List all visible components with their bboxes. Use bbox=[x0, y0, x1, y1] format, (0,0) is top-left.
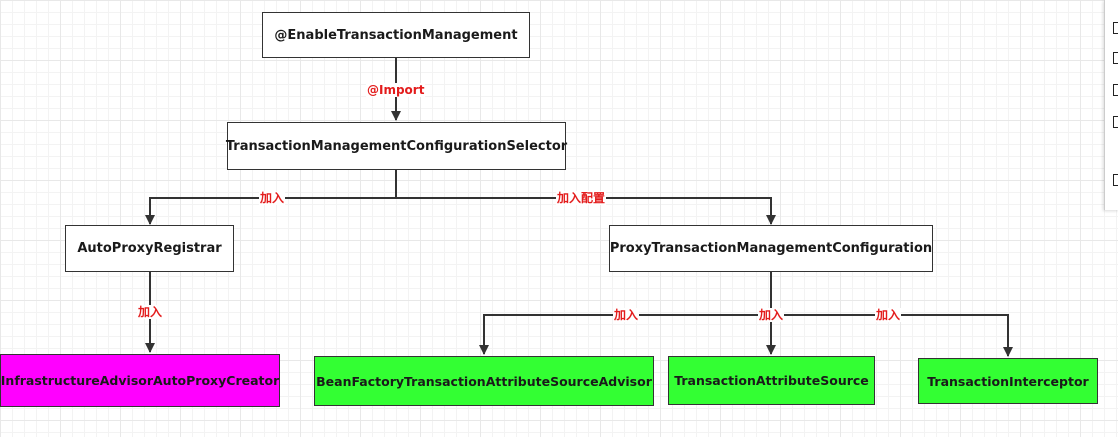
selector-node[interactable]: TransactionManagementConfigurationSelect… bbox=[225, 122, 568, 170]
toolbar-glyph-icon bbox=[1113, 84, 1118, 96]
node-label: InfrastructureAdvisorAutoProxyCreator bbox=[0, 373, 280, 388]
edge-label-config-to-advisor: 加入 bbox=[613, 308, 640, 322]
edge-label-registrar-to-creator: 加入 bbox=[137, 305, 164, 319]
toolbar-glyph-icon bbox=[1113, 116, 1118, 128]
edge-label-selector-to-config: 加入配置 bbox=[556, 191, 607, 205]
advisor-node[interactable]: BeanFactoryTransactionAttributeSourceAdv… bbox=[314, 356, 654, 406]
interceptor-node[interactable]: TransactionInterceptor bbox=[918, 358, 1098, 404]
proxy-config-node[interactable]: ProxyTransactionManagementConfiguration bbox=[609, 225, 933, 272]
edge-label-selector-to-registrar: 加入 bbox=[259, 191, 286, 205]
edge-label-config-to-interceptor: 加入 bbox=[875, 308, 902, 322]
attribute-source-node[interactable]: TransactionAttributeSource bbox=[668, 356, 875, 405]
edge-label-config-to-source: 加入 bbox=[758, 308, 785, 322]
node-label: ProxyTransactionManagementConfiguration bbox=[609, 241, 933, 256]
node-label: TransactionManagementConfigurationSelect… bbox=[225, 138, 568, 154]
edge-selector-to-config bbox=[396, 197, 776, 225]
toolbar-glyph-icon bbox=[1113, 22, 1118, 34]
node-label: AutoProxyRegistrar bbox=[77, 241, 222, 256]
edge-config-to-interceptor bbox=[771, 314, 1013, 357]
auto-proxy-registrar-node[interactable]: AutoProxyRegistrar bbox=[65, 225, 234, 272]
infrastructure-creator-node[interactable]: InfrastructureAdvisorAutoProxyCreator bbox=[0, 354, 280, 407]
node-label: BeanFactoryTransactionAttributeSourceAdv… bbox=[316, 373, 652, 389]
node-label: TransactionInterceptor bbox=[927, 373, 1089, 389]
node-label: @EnableTransactionManagement bbox=[274, 27, 518, 43]
side-toolbar bbox=[1104, 0, 1118, 210]
enable-transaction-management-node[interactable]: @EnableTransactionManagement bbox=[262, 12, 530, 58]
node-label: TransactionAttributeSource bbox=[674, 373, 869, 388]
toolbar-glyph-icon bbox=[1113, 174, 1118, 186]
edge-label-import: @Import bbox=[366, 83, 426, 97]
toolbar-glyph-icon bbox=[1113, 52, 1118, 64]
